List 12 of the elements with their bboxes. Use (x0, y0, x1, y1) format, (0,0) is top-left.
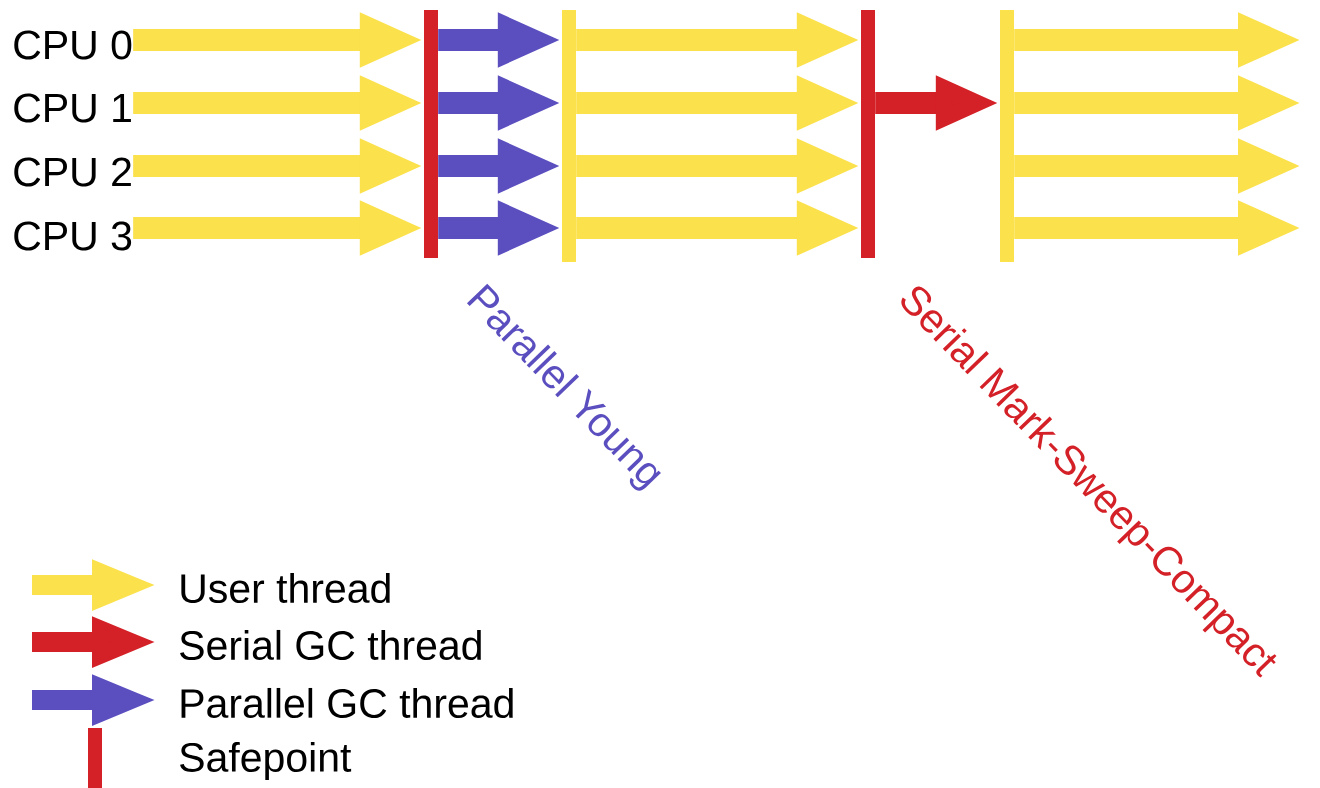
cpu-label: CPU 1 (14, 93, 131, 123)
cpu-label: CPU 0 (14, 30, 132, 60)
legend-label: Serial GC thread (180, 629, 481, 661)
safepoint-bar (424, 10, 438, 258)
cpu-label: CPU 2 (14, 157, 131, 187)
legend-label: Safepoint (180, 741, 352, 781)
cpu-label: CPU 3 (14, 221, 132, 251)
safepoint-bar (861, 10, 875, 258)
safepoint-bar (1000, 10, 1014, 262)
legend-label: User thread (181, 572, 390, 604)
safepoint-bar (562, 10, 576, 262)
legend-label: Parallel GC thread (181, 687, 513, 719)
